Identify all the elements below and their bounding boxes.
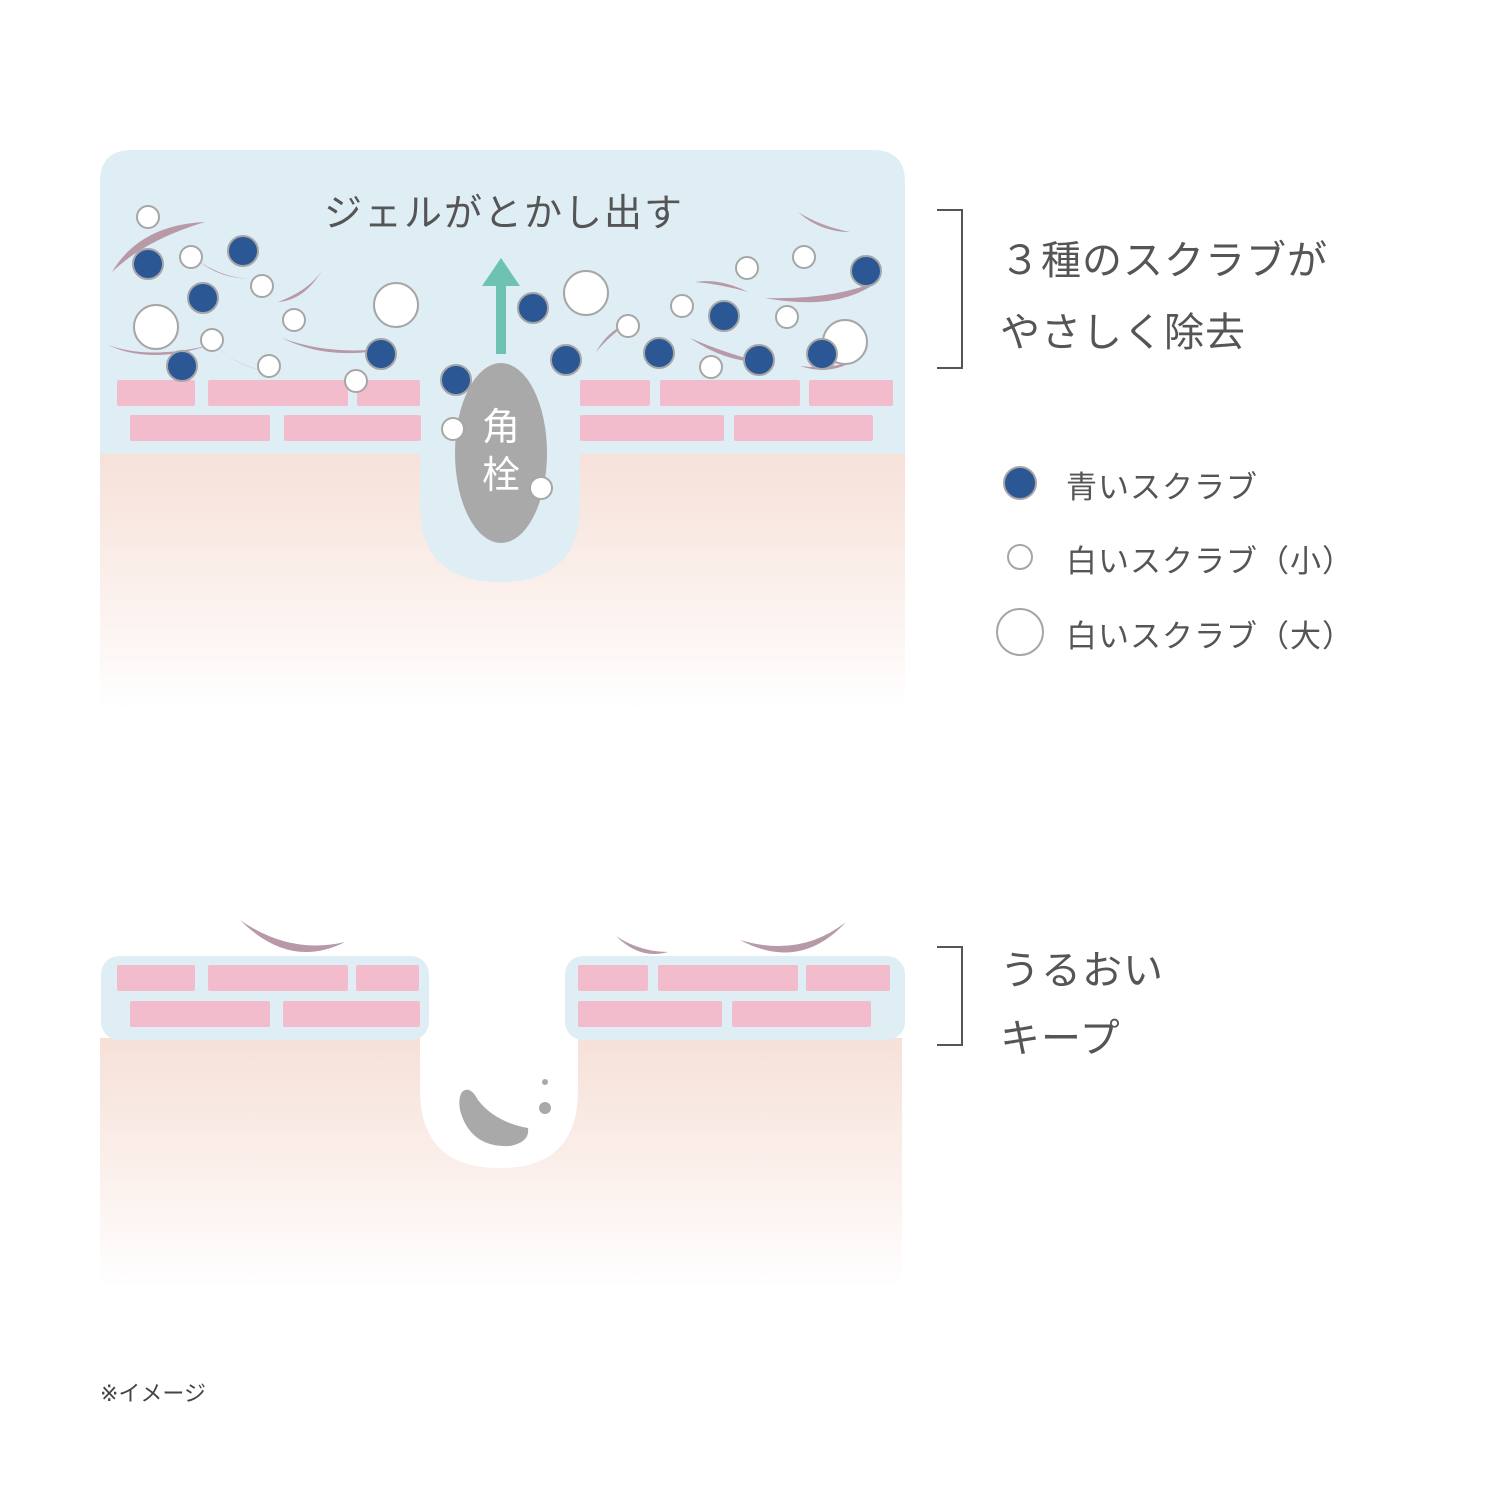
legend-blue-marker	[1003, 466, 1037, 500]
callout-top-line-1: ３種のスクラブが	[1000, 238, 1328, 284]
legend-markers	[996, 466, 1044, 656]
callout-top-line-2: やさしく除去	[1000, 310, 1246, 356]
arrow-up-icon	[482, 258, 520, 354]
skin-cells-bottom-right	[578, 965, 890, 1027]
flakes-bottom	[240, 920, 846, 954]
empty-pore	[420, 1038, 578, 1168]
skin-cells-left	[117, 380, 421, 441]
white-scrubs-large	[133, 270, 868, 365]
bottom-panel	[100, 920, 963, 1288]
plug-label-2: 栓	[482, 453, 520, 497]
callout-bracket-bottom	[937, 946, 963, 1046]
legend-blue-label: 青いスクラブ	[1066, 470, 1258, 506]
plug-residue	[459, 1079, 551, 1147]
top-panel: ジェルがとかし出す 角 栓	[100, 150, 963, 710]
skin-cells-bottom-left	[117, 965, 420, 1027]
callout-bottom-line-1: うるおい	[1000, 948, 1164, 994]
legend-white-large-marker	[996, 608, 1044, 656]
white-scrubs-small	[136, 205, 816, 500]
legend-white-small-marker	[1007, 544, 1033, 570]
keratin-plug	[455, 363, 547, 543]
callout-bracket-top	[937, 209, 963, 369]
callout-bottom-line-2: キープ	[1000, 1016, 1121, 1062]
footnote: ※イメージ	[100, 1382, 206, 1407]
plug-label-1: 角	[482, 405, 520, 449]
legend-white-large-label: 白いスクラブ（大）	[1066, 619, 1354, 655]
gel-label: ジェルがとかし出す	[324, 191, 684, 235]
legend-white-small-label: 白いスクラブ（小）	[1066, 544, 1354, 580]
skin-cells-right	[580, 380, 893, 441]
blue-scrubs	[132, 235, 882, 396]
